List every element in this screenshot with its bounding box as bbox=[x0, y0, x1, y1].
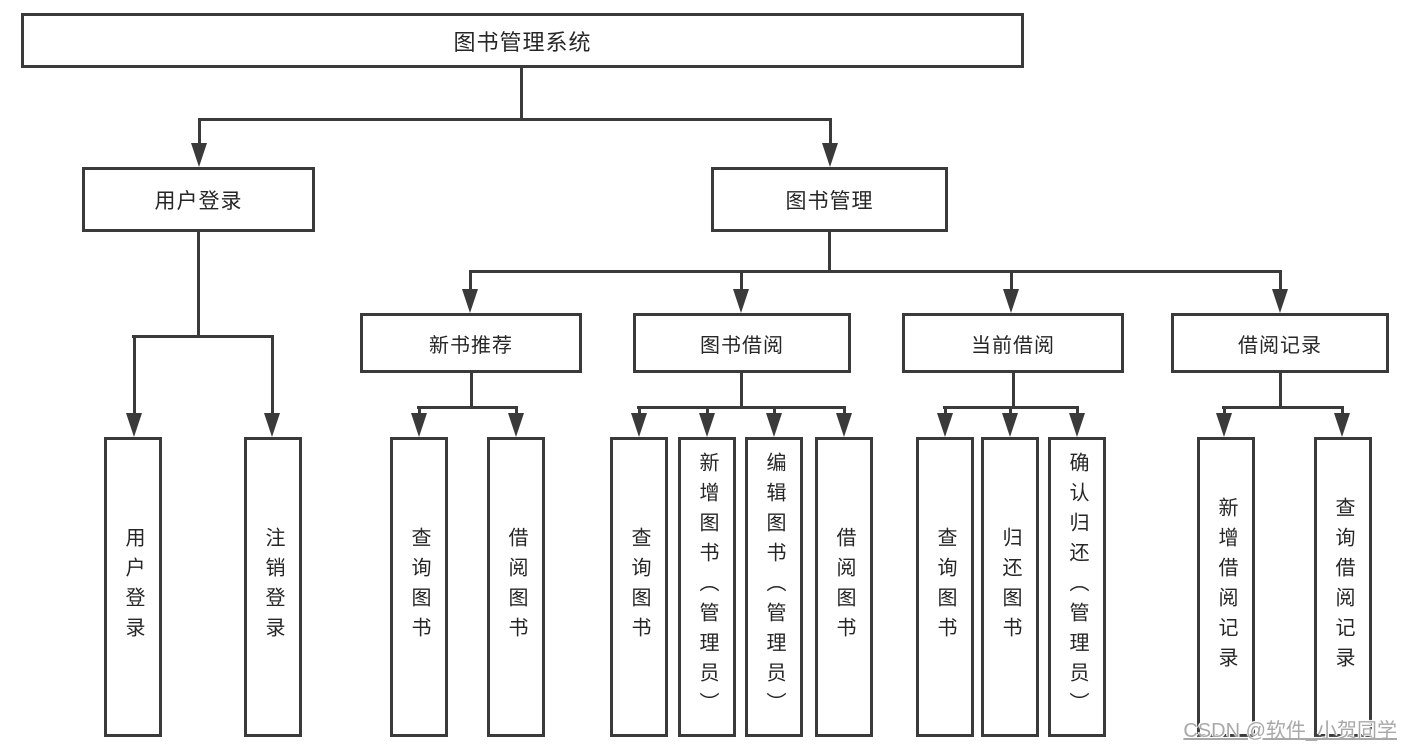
leaf-query-borrow-record-label: 查询借阅记录 bbox=[1332, 497, 1354, 677]
leaf-confirm-return-admin: 确认归还（管理员） bbox=[1048, 437, 1106, 737]
leaf-add-borrow-record: 新增借阅记录 bbox=[1197, 437, 1255, 737]
connector-line bbox=[773, 406, 776, 415]
connector-line bbox=[829, 118, 832, 146]
connector-line bbox=[1341, 406, 1344, 415]
leaf-query-borrow-record: 查询借阅记录 bbox=[1314, 437, 1372, 737]
node-book-management: 图书管理 bbox=[711, 167, 948, 232]
leaf-borrow-books-2: 借阅图书 bbox=[815, 437, 873, 737]
connector-line bbox=[706, 406, 709, 415]
leaf-edit-books-admin-label: 编辑图书（管理员） bbox=[763, 452, 785, 722]
node-book-borrowing: 图书借阅 bbox=[633, 313, 851, 373]
connector-line bbox=[197, 231, 200, 337]
node-new-book-recommendation: 新书推荐 bbox=[360, 313, 582, 373]
node-user-login-label: 用户登录 bbox=[154, 189, 243, 213]
connector-line bbox=[637, 406, 846, 409]
node-borrowing-records: 借阅记录 bbox=[1171, 313, 1389, 373]
connector-line bbox=[1279, 372, 1282, 408]
connector-line bbox=[1009, 406, 1012, 415]
leaf-edit-books-admin: 编辑图书（管理员） bbox=[745, 437, 803, 737]
arrowhead-icon bbox=[462, 289, 478, 313]
arrowhead-icon bbox=[836, 413, 852, 437]
leaf-logout: 注销登录 bbox=[244, 437, 302, 737]
arrowhead-icon bbox=[1334, 413, 1350, 437]
connector-line bbox=[1222, 406, 1344, 409]
leaf-user-login-label: 用户登录 bbox=[122, 527, 144, 647]
leaf-query-books-1: 查询图书 bbox=[390, 437, 448, 737]
leaf-query-books-3: 查询图书 bbox=[916, 437, 974, 737]
node-current-borrowing-label: 当前借阅 bbox=[971, 334, 1055, 357]
node-borrowing-records-label: 借阅记录 bbox=[1238, 334, 1322, 357]
leaf-confirm-return-admin-label: 确认归还（管理员） bbox=[1066, 452, 1088, 722]
arrowhead-icon bbox=[411, 413, 427, 437]
arrowhead-icon bbox=[733, 289, 749, 313]
node-user-login: 用户登录 bbox=[82, 167, 315, 232]
arrowhead-icon bbox=[508, 413, 524, 437]
connector-line bbox=[828, 231, 831, 272]
connector-line bbox=[944, 406, 947, 415]
arrowhead-icon bbox=[126, 413, 142, 437]
leaf-add-borrow-record-label: 新增借阅记录 bbox=[1215, 497, 1237, 677]
connector-line bbox=[515, 406, 518, 415]
arrowhead-icon bbox=[1002, 413, 1018, 437]
node-book-management-label: 图书管理 bbox=[785, 189, 874, 213]
leaf-query-books-3-label: 查询图书 bbox=[934, 527, 956, 647]
arrowhead-icon bbox=[1069, 413, 1085, 437]
connector-line bbox=[1012, 372, 1015, 408]
node-book-borrowing-label: 图书借阅 bbox=[700, 334, 784, 357]
arrowhead-icon bbox=[766, 413, 782, 437]
connector-line bbox=[133, 335, 136, 415]
connector-line bbox=[470, 372, 473, 408]
arrowhead-icon bbox=[937, 413, 953, 437]
leaf-query-books-2: 查询图书 bbox=[610, 437, 668, 737]
connector-line bbox=[1010, 270, 1013, 291]
leaf-borrow-books-1: 借阅图书 bbox=[487, 437, 545, 737]
connector-line bbox=[520, 66, 523, 119]
leaf-return-books: 归还图书 bbox=[981, 437, 1039, 737]
leaf-add-books-admin-label: 新增图书（管理员） bbox=[696, 452, 718, 722]
leaf-query-books-1-label: 查询图书 bbox=[408, 527, 430, 647]
connector-line bbox=[1076, 406, 1079, 415]
connector-line bbox=[418, 406, 421, 415]
arrowhead-icon bbox=[699, 413, 715, 437]
connector-line bbox=[1223, 406, 1226, 415]
leaf-user-login: 用户登录 bbox=[104, 437, 162, 737]
arrowhead-icon bbox=[1272, 289, 1288, 313]
arrowhead-icon bbox=[631, 413, 647, 437]
connector-line bbox=[843, 406, 846, 415]
arrowhead-icon bbox=[822, 143, 838, 167]
node-new-book-recommendation-label: 新书推荐 bbox=[429, 334, 513, 357]
node-current-borrowing: 当前借阅 bbox=[902, 313, 1124, 373]
connector-line bbox=[740, 372, 743, 408]
node-root: 图书管理系统 bbox=[21, 13, 1024, 68]
leaf-query-books-2-label: 查询图书 bbox=[628, 527, 650, 647]
csdn-watermark: CSDN @软件_小贺同学 bbox=[1183, 720, 1397, 742]
connector-line bbox=[198, 118, 832, 121]
connector-line bbox=[638, 406, 641, 415]
leaf-logout-label: 注销登录 bbox=[262, 527, 284, 647]
arrowhead-icon bbox=[1003, 289, 1019, 313]
arrowhead-icon bbox=[1216, 413, 1232, 437]
leaf-return-books-label: 归还图书 bbox=[999, 527, 1021, 647]
leaf-borrow-books-1-label: 借阅图书 bbox=[505, 527, 527, 647]
connector-line bbox=[198, 118, 201, 146]
node-root-label: 图书管理系统 bbox=[453, 29, 592, 55]
arrowhead-icon bbox=[191, 143, 207, 167]
connector-line bbox=[132, 335, 274, 338]
leaf-borrow-books-2-label: 借阅图书 bbox=[833, 527, 855, 647]
connector-line bbox=[1279, 270, 1282, 291]
connector-line bbox=[469, 270, 1282, 273]
connector-line bbox=[469, 270, 472, 291]
connector-line bbox=[740, 270, 743, 291]
leaf-add-books-admin: 新增图书（管理员） bbox=[678, 437, 736, 737]
arrowhead-icon bbox=[264, 413, 280, 437]
connector-line bbox=[271, 335, 274, 415]
connector-line bbox=[417, 406, 518, 409]
